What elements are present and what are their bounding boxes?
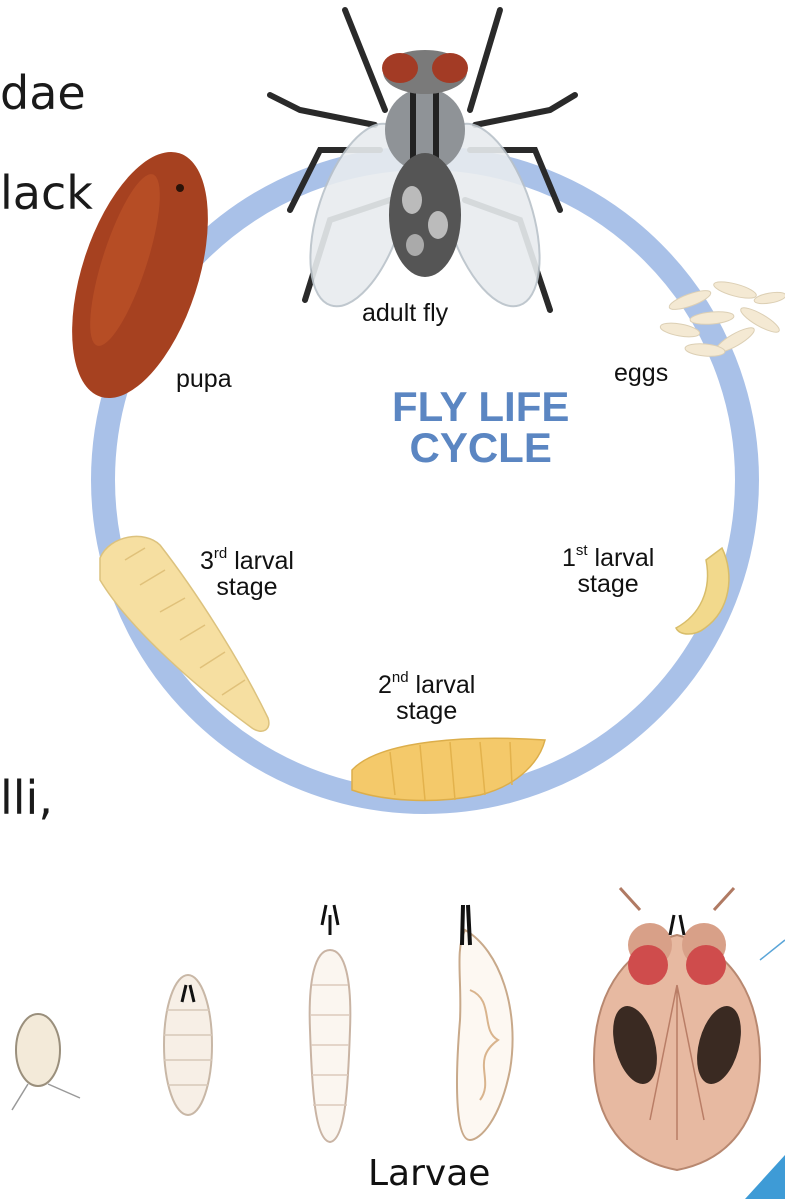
larva2-ordinal: 2	[378, 671, 392, 699]
larva3-rest: larval	[234, 547, 294, 575]
label-adult-fly: adult fly	[362, 300, 448, 326]
pupal-development-illustration	[594, 888, 760, 1170]
late-larva-illustration	[457, 905, 513, 1140]
larva3-line2: stage	[200, 574, 294, 600]
decorative-triangle	[745, 1155, 785, 1199]
larva1-rest: larval	[595, 544, 655, 572]
egg-stage-illustration	[12, 1014, 80, 1110]
larva1-ordinal-suffix: st	[576, 542, 588, 559]
diagram-title-line-2: CYCLE	[392, 427, 569, 468]
label-larval-stage-3: 3rd larval stage	[200, 548, 294, 601]
larva1-line2: stage	[562, 571, 654, 597]
larva2-rest: larval	[416, 671, 476, 699]
mid-larva-illustration	[310, 905, 351, 1142]
diagram-title-line-1: FLY LIFE	[392, 386, 569, 427]
label-pupa: pupa	[176, 366, 232, 392]
decorative-line	[760, 940, 785, 960]
label-eggs: eggs	[614, 360, 668, 386]
larva1-ordinal: 1	[562, 544, 576, 572]
diagram-title: FLY LIFE CYCLE	[392, 386, 569, 468]
label-larval-stage-1: 1st larval stage	[562, 545, 654, 598]
larva2-ordinal-suffix: nd	[392, 669, 409, 686]
larvae-caption: Larvae	[368, 1156, 490, 1192]
larva3-ordinal-suffix: rd	[214, 545, 227, 562]
early-larva-illustration	[164, 975, 212, 1115]
larva3-ordinal: 3	[200, 547, 214, 575]
larva2-line2: stage	[378, 698, 475, 724]
label-larval-stage-2: 2nd larval stage	[378, 672, 475, 725]
